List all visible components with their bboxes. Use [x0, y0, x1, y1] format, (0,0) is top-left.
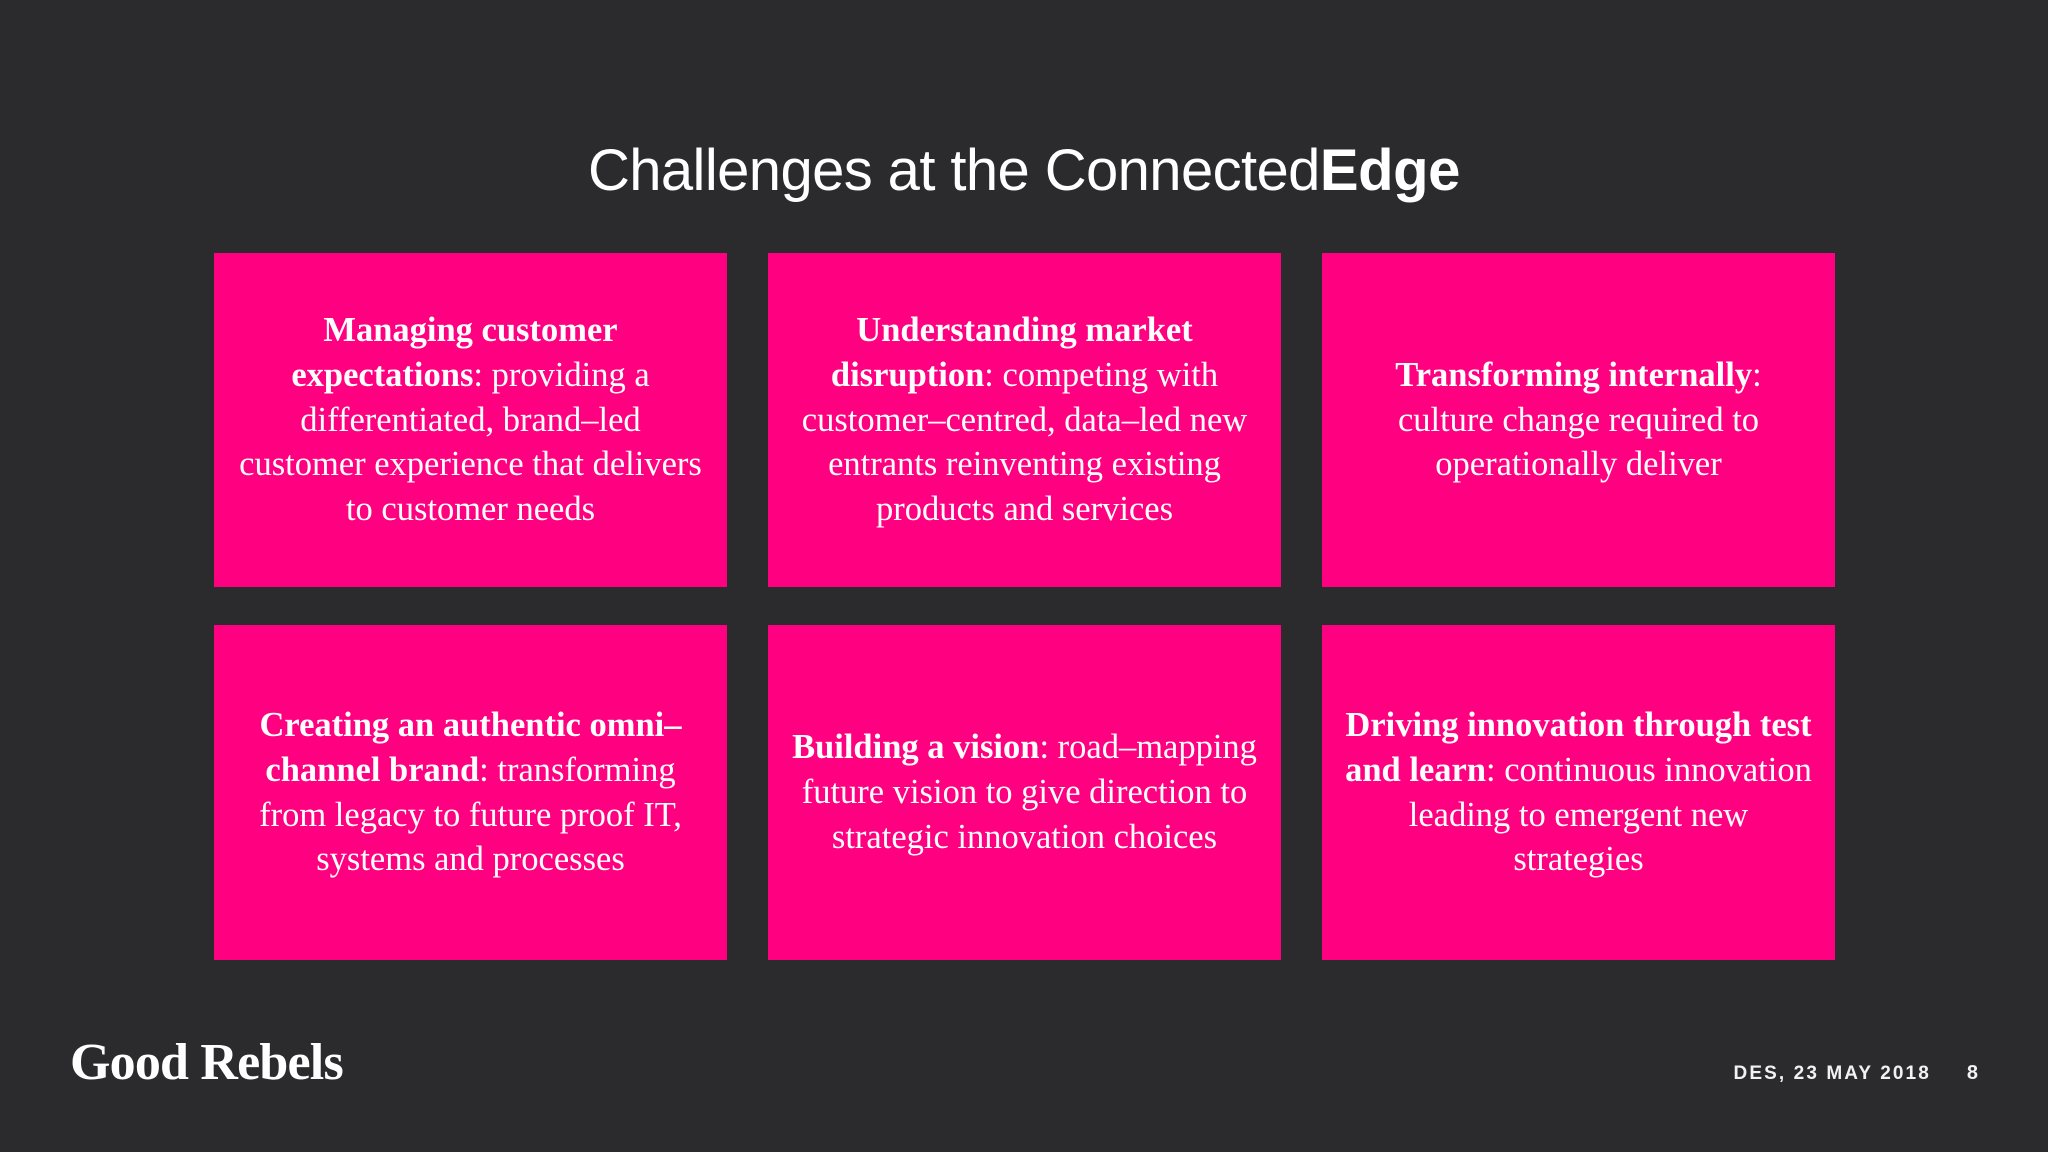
challenge-card-3[interactable]: Transforming internally: culture change …: [1322, 253, 1835, 587]
challenge-card-5[interactable]: Building a vision: road–mapping future v…: [768, 625, 1281, 960]
challenge-card-3-lead: Transforming internally: [1395, 355, 1753, 394]
challenge-card-grid: Managing customer expectations: providin…: [214, 253, 1835, 960]
challenge-card-6-text: Driving innovation through test and lear…: [1344, 703, 1813, 882]
challenge-card-2-body: : competing with customer–centred, data–…: [801, 355, 1248, 529]
page-title-bold: Edge: [1319, 137, 1461, 203]
challenge-card-6-body: : continuous innovation leading to emerg…: [1408, 750, 1812, 879]
challenge-card-1-body: : providing a differentiated, brand–led …: [239, 355, 702, 529]
challenge-card-6[interactable]: Driving innovation through test and lear…: [1322, 625, 1835, 960]
challenge-card-4-text: Creating an authentic omni–channel brand…: [236, 703, 705, 882]
slide-footer-meta: DES, 23 MAY 2018 8: [1734, 1063, 1978, 1083]
challenge-card-4-body: : transforming from legacy to future pro…: [259, 750, 682, 879]
challenge-card-3-text: Transforming internally: culture change …: [1344, 353, 1813, 488]
challenge-card-1-text: Managing customer expectations: providin…: [236, 308, 705, 532]
challenge-card-2[interactable]: Understanding market disruption: competi…: [768, 253, 1281, 587]
challenge-card-4[interactable]: Creating an authentic omni–channel brand…: [214, 625, 727, 960]
slide-page-number: 8: [1966, 1062, 1978, 1084]
challenge-card-2-lead: Understanding market disruption: [830, 310, 1193, 394]
challenge-card-1[interactable]: Managing customer expectations: providin…: [214, 253, 727, 587]
challenge-card-1-lead: Managing customer expectations: [291, 310, 618, 394]
challenge-card-6-lead: Driving innovation through test and lear…: [1345, 705, 1812, 789]
challenge-card-5-text: Building a vision: road–mapping future v…: [790, 725, 1259, 860]
challenge-card-2-text: Understanding market disruption: competi…: [790, 308, 1259, 532]
footer-date-label: DES, 23 MAY 2018: [1733, 1063, 1931, 1084]
brand-logo: Good Rebels: [70, 1034, 344, 1091]
challenge-card-4-lead: Creating an authentic omni–channel brand: [259, 705, 682, 789]
challenge-card-5-body: : road–mapping future vision to give dir…: [801, 728, 1257, 856]
challenge-card-3-body: : culture change required to operational…: [1397, 355, 1762, 484]
page-title-regular: Challenges at the Connected: [587, 137, 1320, 203]
page-title: Challenges at the ConnectedEdge: [0, 137, 2048, 203]
challenge-card-5-lead: Building a vision: [792, 728, 1040, 767]
